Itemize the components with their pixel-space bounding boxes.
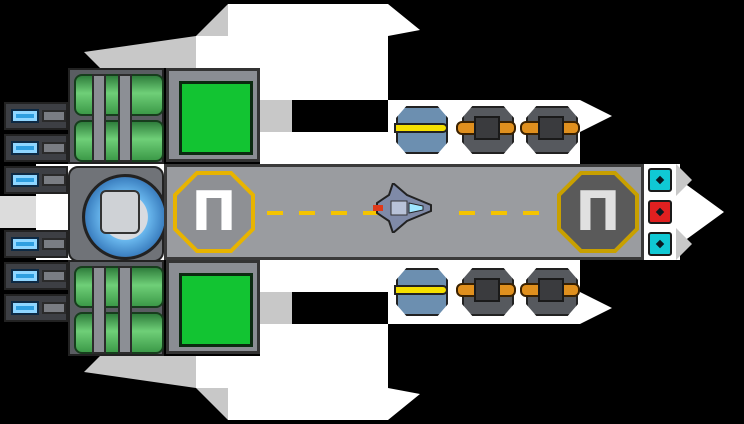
room-screen-icon — [179, 273, 253, 347]
thruster-neck — [42, 238, 66, 250]
thruster-5[interactable] — [4, 262, 68, 290]
runway-stripe — [299, 211, 315, 215]
thruster-neck — [42, 110, 66, 122]
room-screen-icon — [179, 81, 253, 155]
turret-core — [538, 278, 564, 302]
runway-stripe — [267, 211, 283, 215]
fuel-tank-top[interactable] — [68, 68, 164, 164]
hangar-marker-right-icon — [557, 171, 639, 253]
thruster-glow-icon — [11, 301, 39, 315]
runway-stripe — [491, 211, 507, 215]
runway-stripe — [363, 211, 379, 215]
hull-top-wing — [196, 4, 420, 68]
thruster-glow-icon — [11, 237, 39, 251]
cannon-turret-bottom-2[interactable] — [520, 266, 582, 316]
thruster-3[interactable] — [4, 166, 68, 194]
runway-stripe — [459, 211, 475, 215]
laser-turret-icon — [394, 123, 448, 133]
hull-nose-tab-bottom — [676, 228, 692, 260]
nose-connector-bottom[interactable] — [648, 232, 672, 256]
thruster-neck — [42, 270, 66, 282]
thruster-glow-icon — [11, 109, 39, 123]
runway-stripe — [523, 211, 539, 215]
thruster-neck — [42, 142, 66, 154]
hull-lower-shade — [260, 292, 292, 324]
hull-bottom-wing-bevel — [196, 388, 228, 420]
hangar-marker-right-label: Π — [575, 180, 621, 243]
thruster-glow-icon — [11, 269, 39, 283]
cannon-turret-top-1[interactable] — [456, 104, 518, 154]
thruster-4[interactable] — [4, 230, 68, 258]
hull-top-wing-bevel — [196, 4, 228, 36]
hull-rear-stub — [0, 196, 36, 228]
hull-upper-shade — [260, 100, 292, 132]
thruster-6[interactable] — [4, 294, 68, 322]
laser-turret-top[interactable] — [390, 104, 452, 154]
nose-connector-middle[interactable] — [648, 200, 672, 224]
tank-clamp — [118, 266, 132, 354]
tank-clamp — [92, 266, 106, 354]
cannon-turret-bottom-1[interactable] — [456, 266, 518, 316]
hull-nose-tab-top — [676, 164, 692, 196]
thruster-2[interactable] — [4, 134, 68, 162]
runway-stripe — [331, 211, 347, 215]
tank-clamp — [92, 74, 106, 162]
laser-turret-icon — [394, 285, 448, 295]
connector-icon — [655, 175, 665, 185]
reactor-core[interactable] — [68, 166, 168, 262]
room-bottom[interactable] — [166, 260, 260, 354]
room-top[interactable] — [166, 68, 260, 162]
thruster-glow-icon — [11, 173, 39, 187]
connector-icon — [655, 239, 665, 249]
cannon-turret-top-2[interactable] — [520, 104, 582, 154]
hull-bottom-wing — [196, 356, 420, 420]
thruster-glow-icon — [11, 141, 39, 155]
hull-top-fin — [84, 36, 196, 68]
fuel-tank-bottom[interactable] — [68, 260, 164, 356]
reactor-hub — [100, 190, 140, 234]
hangar-marker-left-label: Π — [191, 180, 237, 243]
fighter-ship-icon[interactable] — [373, 183, 433, 233]
laser-turret-bottom[interactable] — [390, 266, 452, 316]
hangar-marker-left-icon — [173, 171, 255, 253]
hull-bottom-fin — [84, 356, 196, 388]
thruster-1[interactable] — [4, 102, 68, 130]
connector-icon — [655, 207, 665, 217]
thruster-neck — [42, 302, 66, 314]
hangar-deck[interactable]: Π Π — [164, 164, 644, 260]
nose-connector-top[interactable] — [648, 168, 672, 192]
turret-core — [474, 116, 500, 140]
turret-core — [474, 278, 500, 302]
thruster-neck — [42, 174, 66, 186]
tank-clamp — [118, 74, 132, 162]
turret-core — [538, 116, 564, 140]
